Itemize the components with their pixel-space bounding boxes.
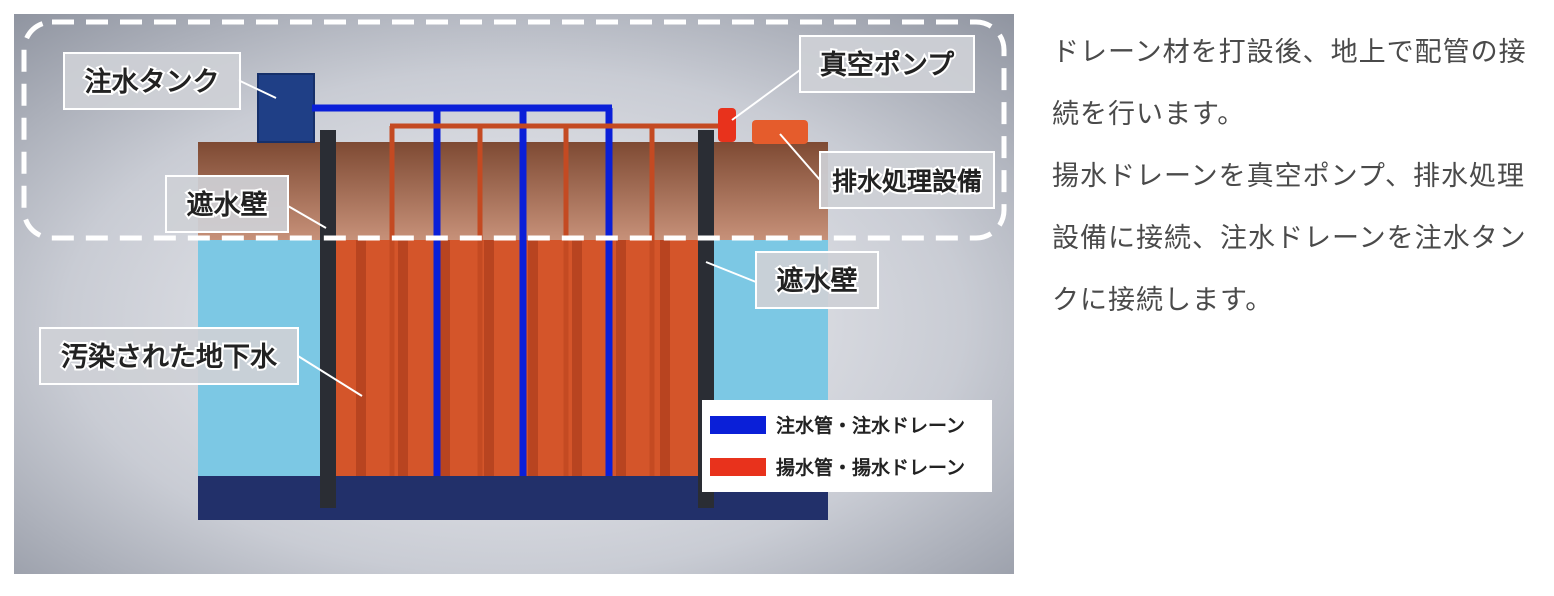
label-water-tank: 注水タンク xyxy=(63,52,241,110)
svg-text:遮水壁: 遮水壁 xyxy=(777,265,858,297)
svg-text:排水処理設備: 排水処理設備 xyxy=(832,167,982,196)
leader-water-tank xyxy=(237,79,277,99)
label-cutoff-wall-right: 遮水壁 xyxy=(755,251,879,309)
legend-swatch-injection xyxy=(710,416,766,434)
leader-groundwater xyxy=(297,355,363,397)
svg-text:注水タンク: 注水タンク xyxy=(85,66,220,98)
cutoff-wall-left xyxy=(320,130,336,508)
label-groundwater: 汚染された地下水 xyxy=(39,327,299,385)
description-paragraph-2: 揚水ドレーンを真空ポンプ、排水処理設備に接続、注水ドレーンを注水タンクに接続しま… xyxy=(1052,161,1527,316)
svg-text:遮水壁: 遮水壁 xyxy=(187,189,268,221)
leader-wall-left xyxy=(287,205,327,229)
legend: 注水管・注水ドレーン 揚水管・揚水ドレーン xyxy=(702,400,992,492)
legend-label-injection: 注水管・注水ドレーン xyxy=(776,414,965,437)
leader-wall-right xyxy=(705,261,757,283)
leader-vacuum-pump xyxy=(731,69,801,121)
vacuum-pump xyxy=(718,108,736,142)
label-treatment: 排水処理設備 xyxy=(819,151,995,209)
description-text: ドレーン材を打設後、地上で配管の接続を行います。 揚水ドレーンを真空ポンプ、排水… xyxy=(1052,22,1542,332)
svg-text:汚染された地下水: 汚染された地下水 xyxy=(61,342,278,373)
label-vacuum-pump: 真空ポンプ xyxy=(799,35,975,93)
drain-system-diagram: 注水タンク 真空ポンプ 遮水壁 排水処理設備 遮水壁 汚染された地下水 注水管・… xyxy=(14,14,1014,574)
legend-label-pumping: 揚水管・揚水ドレーン xyxy=(776,456,965,479)
label-cutoff-wall-left: 遮水壁 xyxy=(165,175,289,233)
leader-treatment xyxy=(779,133,821,181)
legend-swatch-pumping xyxy=(710,458,766,476)
water-tank xyxy=(257,73,315,143)
svg-text:真空ポンプ: 真空ポンプ xyxy=(820,49,955,81)
description-paragraph-1: ドレーン材を打設後、地上で配管の接続を行います。 xyxy=(1052,37,1527,130)
treatment-facility xyxy=(752,120,808,144)
pumping-pipes xyxy=(389,123,722,476)
surface-piping-highlight xyxy=(21,19,1007,241)
contaminated-soil xyxy=(336,240,698,478)
surface-soil xyxy=(198,142,828,240)
injection-pipes xyxy=(312,104,613,476)
soil-stripes xyxy=(356,240,670,478)
